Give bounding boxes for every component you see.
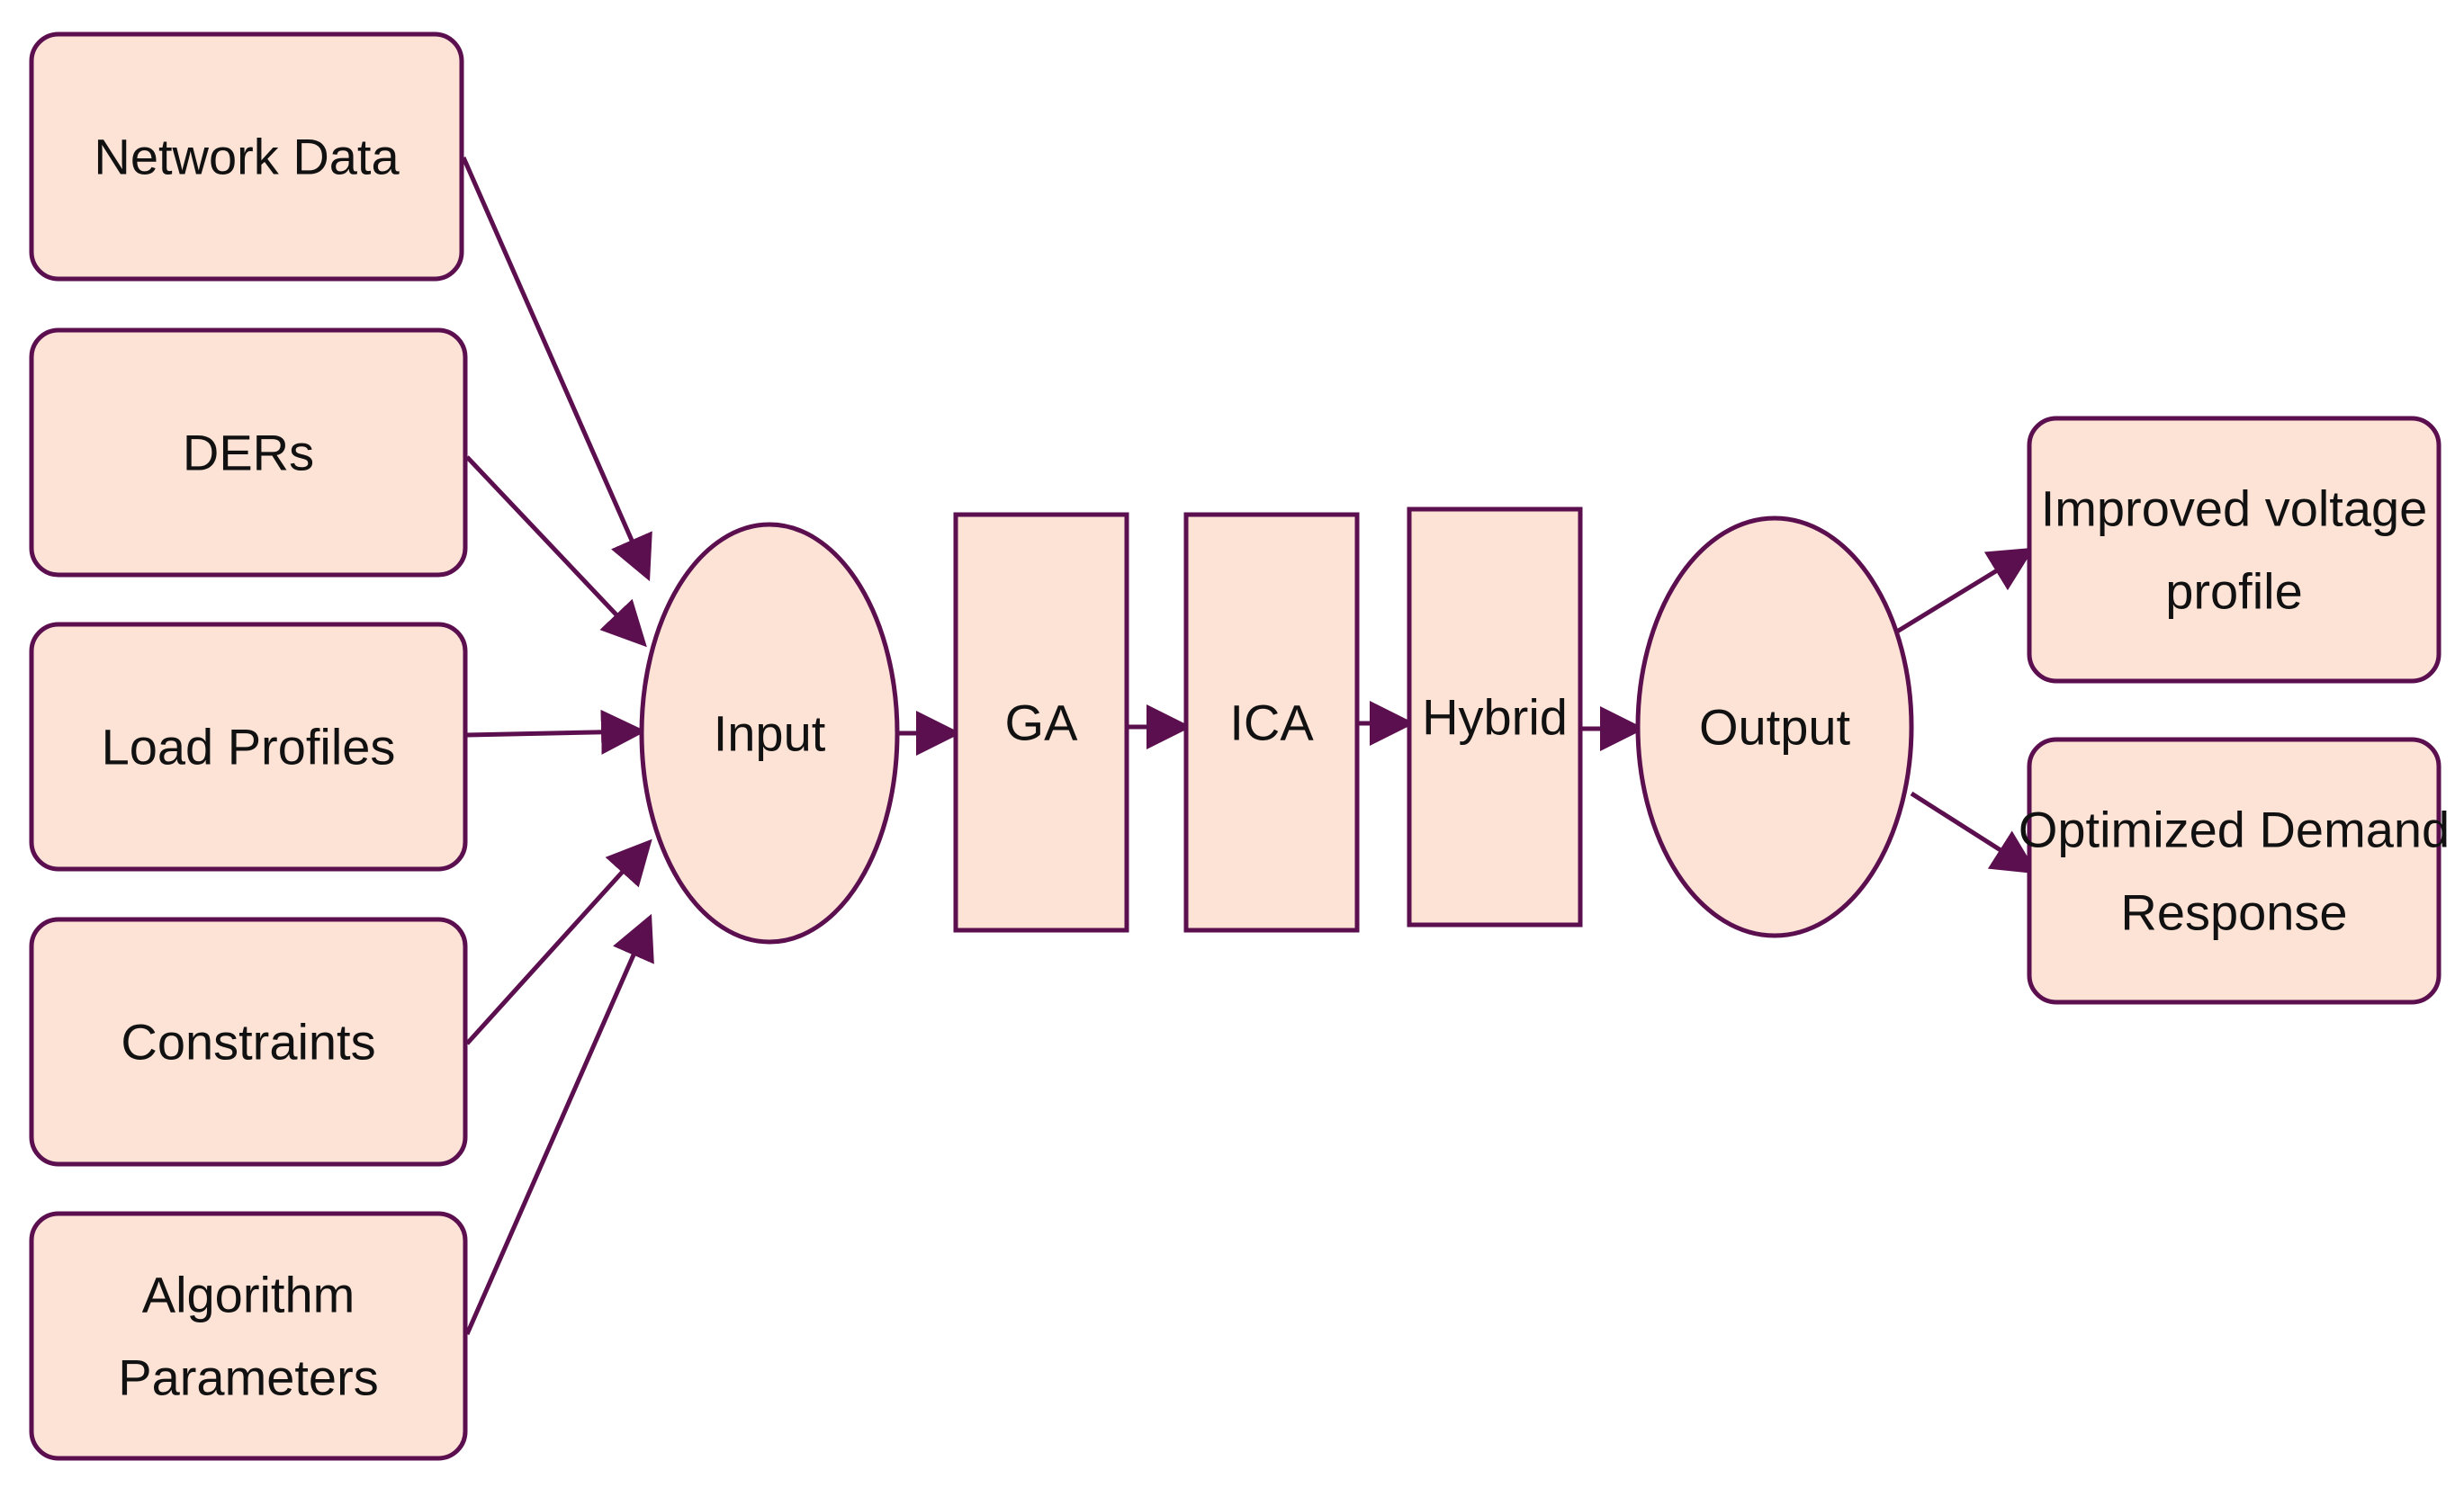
- output-box-optimized-demand-response-shape: [2027, 737, 2442, 1005]
- input-box-constraints-label: Constraints: [121, 1014, 375, 1071]
- output-ellipse-shape: [1635, 515, 1914, 938]
- output-box-optimized-demand-response-label-line-2: Response: [2120, 884, 2347, 941]
- input-box-ders: DERs: [29, 327, 468, 578]
- output-box-improved-voltage-profile-label-line-1: Improved voltage: [2041, 480, 2428, 537]
- output-box-improved-voltage-profile-label-line-2: profile: [2165, 563, 2303, 620]
- input-ellipse-label: Input: [714, 705, 826, 762]
- stage-box-ga-label: GA: [1005, 695, 1079, 751]
- arrow-load-profiles-to-input: [466, 709, 646, 755]
- stage-box-ica-label: ICA: [1229, 695, 1314, 751]
- arrow-constraints-to-input: [465, 838, 652, 1045]
- input-ellipse: Input: [639, 522, 900, 945]
- input-box-load-profiles-label: Load Profiles: [102, 719, 396, 775]
- output-ellipse-label: Output: [1699, 699, 1851, 756]
- input-box-network-data: Network Data: [29, 31, 464, 282]
- stage-box-ga: GA: [953, 512, 1129, 933]
- input-box-network-data-label: Network Data: [94, 129, 400, 185]
- stage-box-ga-shape: [953, 512, 1129, 933]
- input-ellipse-shape: [639, 522, 900, 945]
- output-box-improved-voltage-profile: Improved voltage profile: [2027, 416, 2442, 684]
- input-box-ders-shape: [29, 327, 468, 578]
- output-ellipse: Output: [1635, 515, 1914, 938]
- stage-box-hybrid: Hybrid: [1407, 506, 1583, 928]
- input-box-algorithm-parameters-label-line-2: Parameters: [118, 1349, 378, 1406]
- input-box-constraints: Constraints: [29, 917, 468, 1167]
- edges-layer: [461, 156, 2038, 1336]
- input-box-network-data-shape: [29, 31, 464, 282]
- arrow-output-to-optimized-demand: [1910, 791, 2038, 874]
- input-box-algorithm-parameters-label-line-1: Algorithm: [142, 1267, 355, 1323]
- stage-box-ica: ICA: [1183, 512, 1360, 933]
- arrow-network-data-to-input: [461, 156, 652, 582]
- input-box-constraints-shape: [29, 917, 468, 1167]
- arrow-algorithm-parameters-to-input: [464, 913, 654, 1336]
- input-box-ders-label: DERs: [183, 425, 314, 481]
- stage-box-hybrid-shape: [1407, 506, 1583, 928]
- stage-box-hybrid-label: Hybrid: [1422, 689, 1568, 746]
- output-box-improved-voltage-profile-shape: [2027, 416, 2442, 684]
- input-box-load-profiles: Load Profiles: [29, 622, 468, 872]
- arrow-ders-to-input: [465, 455, 647, 648]
- input-box-algorithm-parameters-shape: [29, 1211, 468, 1461]
- output-box-optimized-demand-response-label-line-1: Optimized Demand: [2019, 802, 2450, 858]
- arrow-output-to-improved-voltage: [1895, 547, 2035, 634]
- stage-box-ica-shape: [1183, 512, 1360, 933]
- input-box-load-profiles-shape: [29, 622, 468, 872]
